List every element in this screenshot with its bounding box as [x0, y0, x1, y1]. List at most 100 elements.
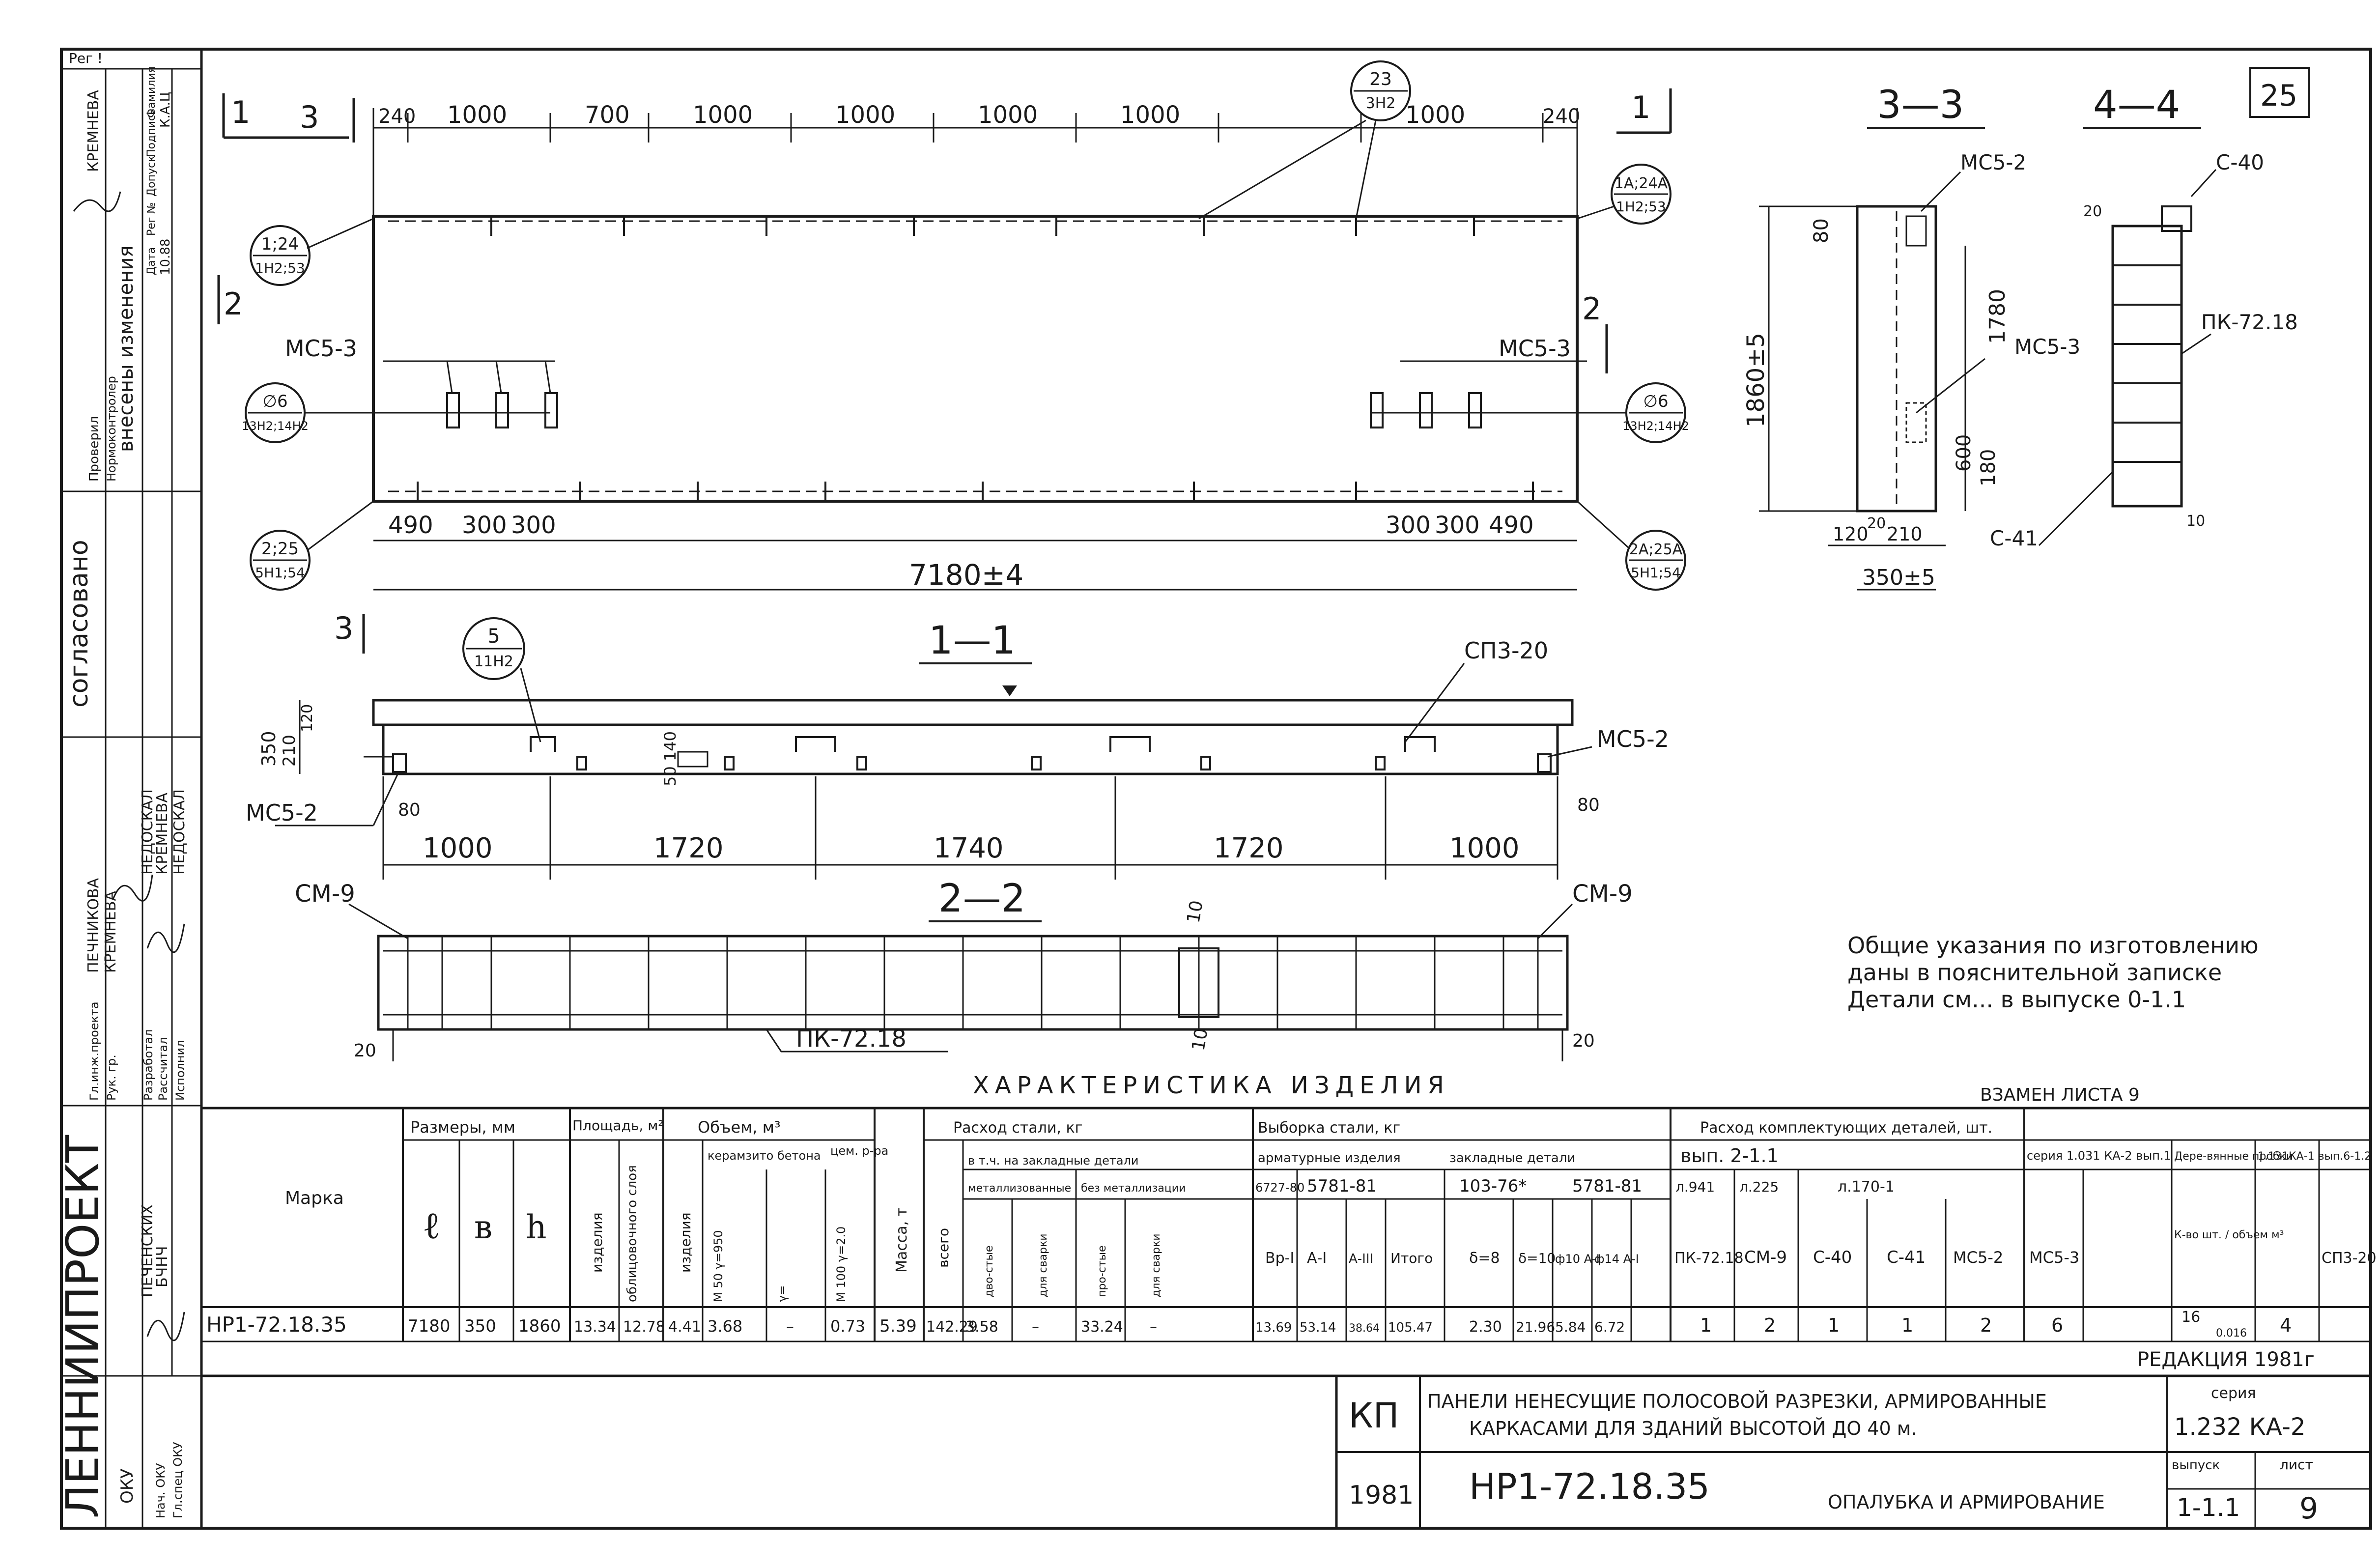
s22-d10-top: 10	[1183, 899, 1207, 924]
changes-label: внесены изменения	[115, 246, 138, 452]
s33-d80: 80	[1810, 218, 1833, 243]
s33-d1780: 1780	[1985, 289, 2010, 344]
elevation-view: МС5-3 МС5-3 240 1000 700 1000 1000 1000 …	[217, 60, 1689, 654]
svg-text:105.47: 105.47	[1388, 1320, 1433, 1335]
svg-text:1860: 1860	[518, 1316, 561, 1336]
section-3-3: 3—3 1860±5 80 1780 600 180 МС5-2 МС5-3 1…	[1742, 83, 2080, 591]
name-executed: НЕДОСКАЛ	[171, 789, 188, 875]
th-vyp: вып. 2-1.1	[1680, 1145, 1779, 1167]
top-dim-9: 240	[1543, 105, 1580, 128]
s11-d210: 210	[280, 735, 299, 767]
bottom-dim-right-3: 490	[1489, 512, 1534, 539]
section-1-1: 1—1 50 140 МС5-2 МС5-2 СП3-20 350 210 12…	[246, 617, 1669, 880]
th-arm: арматурные изделия	[1258, 1151, 1401, 1166]
tb-list-label: лист	[2280, 1456, 2313, 1473]
section-1-1-title: 1—1	[929, 619, 1016, 663]
s33-width: 350±5	[1862, 565, 1935, 590]
s22-stirrups	[407, 936, 1539, 1029]
th-c41: С-41	[1887, 1248, 1926, 1267]
svg-text:1Н2;53: 1Н2;53	[255, 260, 305, 276]
mcs3-loops-right	[1370, 392, 1482, 428]
bottom-dim-right-1: 300	[1386, 512, 1431, 539]
svg-text:7180: 7180	[408, 1316, 451, 1336]
sheet-number: 25	[2260, 79, 2297, 113]
section-3-3-title: 3—3	[1877, 83, 1964, 127]
s44-d20: 20	[2083, 203, 2102, 220]
bottom-dim-left-2: 300	[462, 512, 507, 539]
tb-vypusk-label: выпуск	[2172, 1458, 2220, 1473]
s11-dim-2: 1720	[653, 832, 724, 864]
s11-dim-ticks	[382, 776, 1558, 880]
th-marka: Марка	[285, 1188, 344, 1208]
tb-subtitle: ОПАЛУБКА И АРМИРОВАНИЕ	[1828, 1491, 2105, 1513]
tb-list-value: 9	[2299, 1491, 2318, 1526]
role-chief-spec-oku: Гл.спец ОКУ	[171, 1442, 185, 1518]
s33-d210: 210	[1887, 523, 1923, 545]
s11-d80-right: 80	[1577, 795, 1600, 815]
main-field-border	[200, 48, 2372, 1530]
signature-2	[112, 874, 153, 902]
th-dlya1: для сварки	[1037, 1233, 1049, 1297]
th-sizes: Размеры, мм	[410, 1118, 515, 1137]
s22-cm9-left: СМ-9	[295, 880, 355, 908]
cut-mark-2-left: 2	[224, 286, 243, 322]
name-developed: НЕДОСКАЛ	[139, 789, 156, 875]
s44-hatches	[2113, 264, 2182, 463]
top-dim-7: 1000	[1120, 101, 1180, 129]
th-c40: С-40	[1813, 1248, 1852, 1267]
th-pk: ПК-72.18	[1674, 1250, 1744, 1267]
svg-text:12.78: 12.78	[623, 1318, 665, 1336]
tb-title-2: КАРКАСАМИ ДЛЯ ЗДАНИЙ ВЫСОТОЙ ДО 40 м.	[1469, 1418, 1917, 1439]
svg-text:2А;25А: 2А;25А	[1629, 541, 1683, 558]
s11-grooves	[530, 736, 1436, 752]
role-developed: Разработал	[142, 1029, 155, 1101]
name-calculated: КРЕМНЕВА	[154, 793, 171, 875]
callout-phi6-left: ∅6 13Н2;14Н2	[242, 382, 550, 443]
svg-text:23: 23	[1369, 69, 1392, 89]
th-vol-item: изделия	[678, 1212, 694, 1273]
svg-text:3.58: 3.58	[965, 1318, 998, 1336]
name-chief-engineer: ПЕЧНИКОВА	[85, 878, 102, 973]
th-metal: металлизованные	[968, 1182, 1071, 1195]
chg-name-value: К.А.Ц	[158, 92, 173, 128]
chg-date-value: 10.88	[158, 239, 173, 275]
s33-height: 1860±5	[1742, 333, 1770, 428]
th-mass: Масса, т	[893, 1208, 910, 1273]
svg-text:3Н2: 3Н2	[1366, 95, 1396, 112]
top-anchors	[490, 216, 1475, 236]
s22-d20-right: 20	[1572, 1031, 1595, 1051]
callout-2-25: 2;25 5Н1;54	[250, 500, 374, 591]
cut-mark-3-bottom: 3	[334, 610, 353, 646]
svg-text:16: 16	[2182, 1309, 2200, 1326]
callout-2a-25a: 2А;25А 5Н1;54	[1576, 500, 1686, 591]
th-mcs2: МС5-2	[1953, 1248, 2003, 1267]
tb-code: НР1-72.18.35	[1469, 1466, 1710, 1507]
s44-pk: ПК-72.18	[2201, 310, 2298, 334]
s11-d80-left: 80	[398, 800, 421, 820]
s11-dim-5: 1000	[1449, 832, 1520, 864]
replaces-sheet: ВЗАМЕН ЛИСТА 9	[1980, 1085, 2140, 1105]
s11-dim-1: 1000	[423, 832, 493, 864]
s11-dim-4: 1720	[1214, 832, 1284, 864]
th-area-facing: облицовочного слоя	[625, 1165, 640, 1302]
s11-mcs2-right: МС5-2	[1597, 726, 1669, 752]
svg-text:5.84: 5.84	[1555, 1319, 1586, 1335]
chg-name: Фамилия	[145, 66, 158, 118]
svg-text:1А;24А: 1А;24А	[1615, 175, 1668, 192]
role-chief-engineer: Гл.инж.проекта	[87, 1001, 101, 1101]
th-10376: 103-76*	[1459, 1176, 1527, 1196]
section-2-2-title: 2—2	[938, 877, 1025, 921]
svg-text:13.69: 13.69	[1255, 1320, 1292, 1335]
th-l941: л.941	[1675, 1179, 1715, 1195]
top-dim-2: 1000	[447, 101, 507, 129]
th-area-item: изделия	[589, 1212, 605, 1273]
level-mark	[1002, 685, 1017, 696]
th-mcs3: МС5-3	[2029, 1248, 2079, 1267]
svg-text:13Н2;14Н2: 13Н2;14Н2	[242, 419, 309, 433]
th-l: ℓ	[423, 1203, 440, 1247]
signature-4	[146, 1311, 185, 1341]
th-6727: 6727-80	[1255, 1181, 1304, 1195]
svg-text:5Н1;54: 5Н1;54	[255, 565, 305, 581]
svg-text:6: 6	[2051, 1314, 2063, 1336]
